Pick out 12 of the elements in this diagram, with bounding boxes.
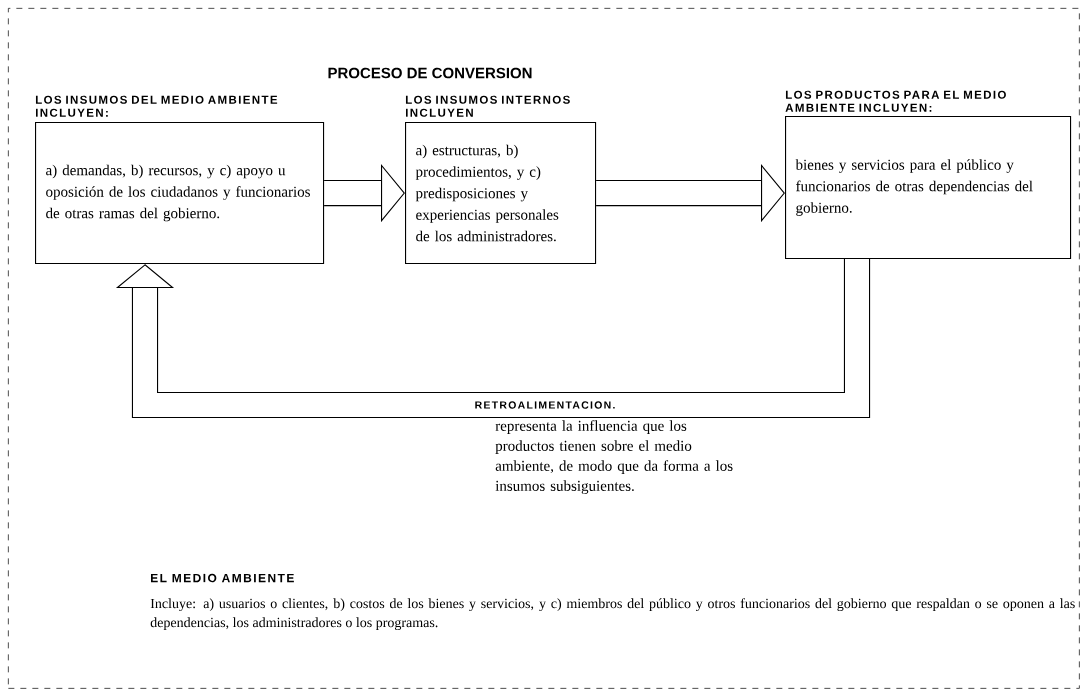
block-arrow — [115, 259, 871, 419]
process-box: a) demandas, b) recursos, y c) apoyo u oposición de los ciudadanos y funcionarios de otras ramas del gobierno. — [35, 122, 325, 265]
process-box: a) estructuras, b) procedimientos, y c) predisposiciones y experiencias personales de los administradores. — [405, 122, 597, 265]
note-text: representa la influencia que los productos tienen sobre el medio ambiente, de modo que da forma a los insumos subsiguientes. — [495, 420, 733, 494]
edge-label: RETROALIMENTACION. — [470, 399, 620, 411]
box-heading: LOS PRODUCTOS PARA EL MEDIO AMBIENTE INCLUYEN: — [785, 90, 1006, 112]
box-heading: LOS INSUMOS DEL MEDIO AMBIENTE INCLUYEN: — [35, 95, 278, 117]
title: PROCESO DE CONVERSION — [328, 67, 532, 79]
frame-heading: EL MEDIO AMBIENTE — [151, 573, 294, 583]
frame-description: Incluye: a) usuarios o clientes, b) costos de los bienes y servicios, y c) miembros del público y otros funcionarios del gobierno que respaldan o se oponen a las dependencias, los administradores o los programas. — [150, 598, 1075, 631]
process-box: bienes y servicios para el público y funcionarios de otras dependencias del gobierno. — [785, 116, 1072, 260]
box-heading: LOS INSUMOS INTERNOS INCLUYEN — [405, 95, 570, 117]
